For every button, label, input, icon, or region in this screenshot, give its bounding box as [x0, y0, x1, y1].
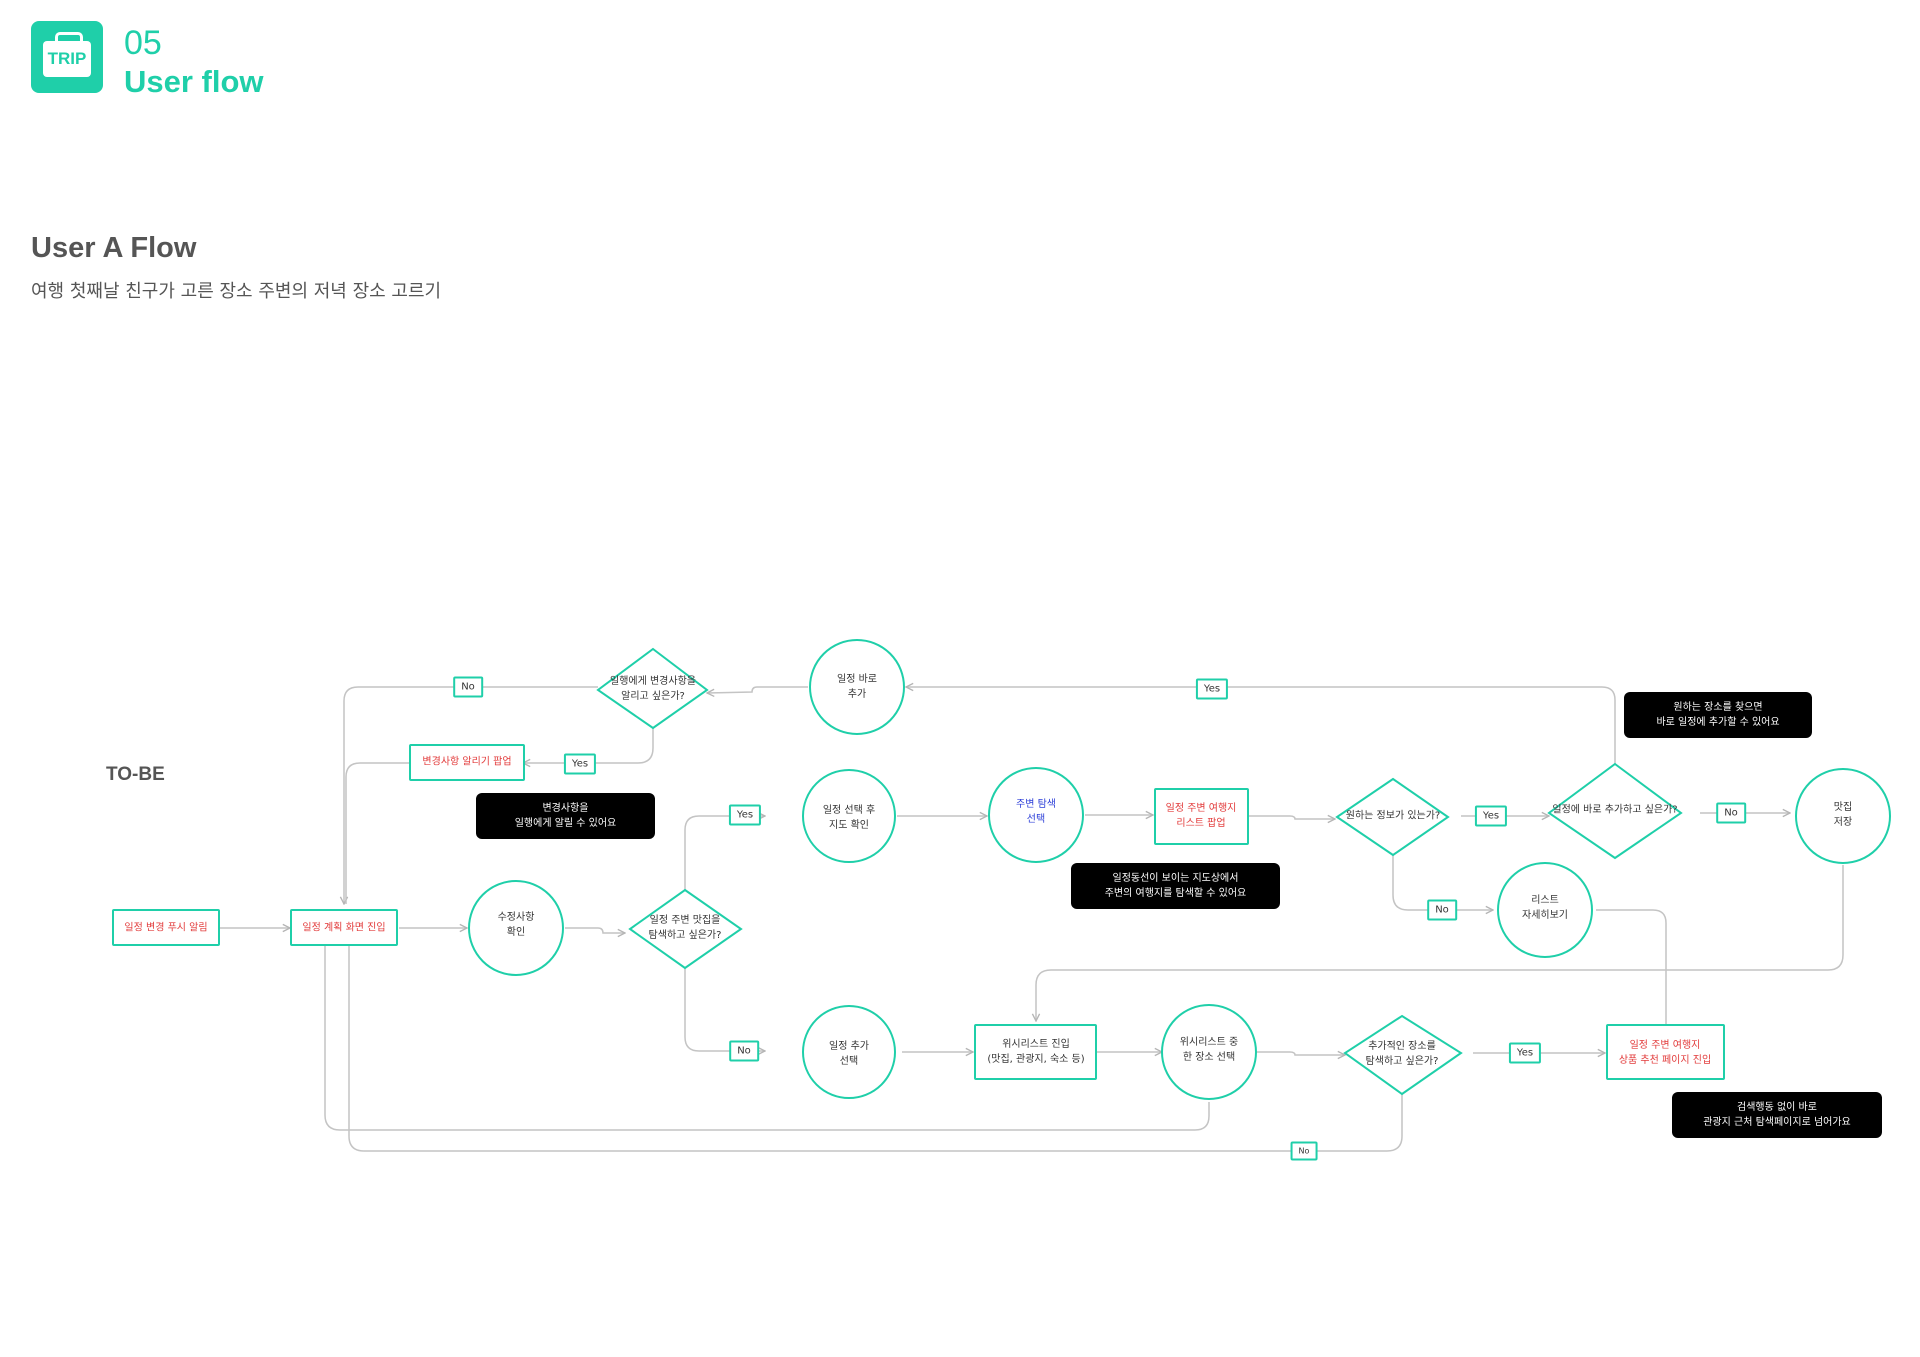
badge-more-yes: Yes: [1508, 1042, 1542, 1064]
circle-explore: [988, 767, 1084, 863]
process-circles: [468, 639, 1891, 1100]
add-direct-label: 일정 바로 추가: [837, 674, 877, 700]
box-recommend: [1606, 1024, 1725, 1080]
edge-check-to-q: [565, 927, 625, 933]
want-nearby-label: 일정 주변 맛집을 탐색하고 싶은가?: [648, 915, 722, 941]
note-notify: 변경사항을 일행에게 알릴 수 있어요: [476, 793, 655, 839]
plan-enter-label[interactable]: 일정 계획 화면 진입: [302, 922, 386, 934]
badge-info-no: No: [1427, 899, 1457, 921]
wishlist-pick-label: 위시리스트 중 한 장소 선택: [1179, 1037, 1239, 1063]
suitcase-icon: TRIP: [43, 41, 91, 77]
flow-title: User A Flow: [31, 232, 197, 264]
flow-subtitle: 여행 첫째날 친구가 고른 장소 주변의 저녁 장소 고르기: [31, 281, 442, 302]
badge-notify-no: No: [453, 676, 483, 698]
notify-popup-label: 변경사항 알리기 팝업: [422, 756, 512, 768]
suitcase-handle-icon: [55, 32, 83, 47]
decision-diamonds: [596, 647, 1683, 1096]
edge-notify-no: [344, 686, 598, 904]
circle-wishlist-pick: [1161, 1004, 1257, 1100]
diamond-nearby: [628, 888, 743, 970]
save-restaurant-label: 맛집 저장: [1833, 802, 1853, 828]
push-alert-label: 일정 변경 푸시 알림: [124, 922, 208, 934]
more-search-label: 추가적인 장소를 탐색하고 싶은가?: [1365, 1041, 1439, 1067]
box-push-alert: [112, 909, 220, 946]
circle-add-schedule: [802, 1005, 896, 1099]
trip-logo: TRIP: [31, 21, 103, 93]
circle-save: [1795, 768, 1891, 864]
box-notify-popup: [409, 744, 525, 781]
section-title: User flow: [124, 64, 264, 99]
notify-q-label: 일행에게 변경사항을 알리고 싶은가?: [610, 676, 696, 702]
edge-direct-to-notify: [707, 686, 808, 693]
badge-more-no: No: [1290, 1141, 1318, 1161]
edge-add-yes: [906, 687, 1616, 764]
logo-text: TRIP: [47, 49, 87, 68]
section-number: 05: [124, 24, 162, 62]
list-detail-label: 리스트 자세히보기: [1522, 895, 1568, 921]
badge-nearby-yes: Yes: [728, 804, 762, 826]
diamond-notify: [596, 647, 709, 730]
box-wishlist-enter: [974, 1024, 1097, 1080]
add-schedule-label: 일정 추가 선택: [829, 1041, 869, 1067]
edge-pick-to-more: [1257, 1052, 1345, 1055]
recommend-page-label: 일정 주변 여행지 상품 추천 페이지 진입: [1618, 1040, 1712, 1066]
note-map: 일정동선이 보이는 지도상에서 주변의 여행지를 탐색할 수 있어요: [1071, 863, 1280, 909]
badge-add-yes: Yes: [1195, 678, 1229, 700]
badge-info-yes: Yes: [1474, 805, 1508, 827]
edge-q-yes: [684, 816, 765, 890]
badge-notify-yes: Yes: [563, 753, 597, 775]
note-add: 원하는 장소를 찾으면 바로 일정에 추가할 수 있어요: [1624, 692, 1812, 738]
edge-popup-to-info: [1248, 816, 1335, 819]
note-search: 검색행동 없이 바로 관광지 근처 탐색페이지로 넘어가요: [1672, 1092, 1882, 1138]
diamond-has-info: [1335, 777, 1450, 857]
badge-add-no: No: [1716, 802, 1746, 824]
edge-popup-to-plan: [345, 762, 409, 904]
box-nearby-popup: [1154, 788, 1249, 845]
has-info-label: 원하는 정보가 있는가?: [1345, 810, 1441, 822]
add-direct-q-label: 일정에 바로 추가하고 싶은가?: [1552, 804, 1678, 816]
wishlist-enter-label: 위시리스트 진입 (맛집, 관광지, 숙소 등): [987, 1039, 1085, 1065]
edge-detail-to-recommend: [1596, 909, 1666, 1033]
stage-label: TO-BE: [106, 764, 165, 785]
diamond-more-search: [1343, 1014, 1463, 1096]
edge-q-no: [684, 968, 765, 1051]
connectors: [220, 686, 1844, 1152]
box-plan-enter: [290, 909, 398, 946]
select-map-label: 일정 선택 후 지도 확인: [822, 805, 876, 831]
circle-check-edit: [468, 880, 564, 976]
edge-save-to-wishlist: [1036, 865, 1844, 1021]
nearby-list-popup-label: 일정 주변 여행지 리스트 팝업: [1165, 803, 1237, 829]
badge-nearby-no: No: [729, 1040, 759, 1062]
circle-select-map: [802, 769, 896, 863]
explore-nearby-label: 주변 탐색 선택: [1016, 799, 1056, 825]
circle-list-detail: [1497, 862, 1593, 958]
check-edit-label: 수정사항 확인: [497, 912, 535, 938]
edge-info-no: [1392, 855, 1493, 910]
circle-add-direct: [809, 639, 905, 735]
diamond-add-direct: [1547, 762, 1683, 860]
process-boxes: [112, 744, 1725, 1080]
edge-more-no: [348, 941, 1403, 1152]
edge-notify-yes: [523, 728, 654, 763]
